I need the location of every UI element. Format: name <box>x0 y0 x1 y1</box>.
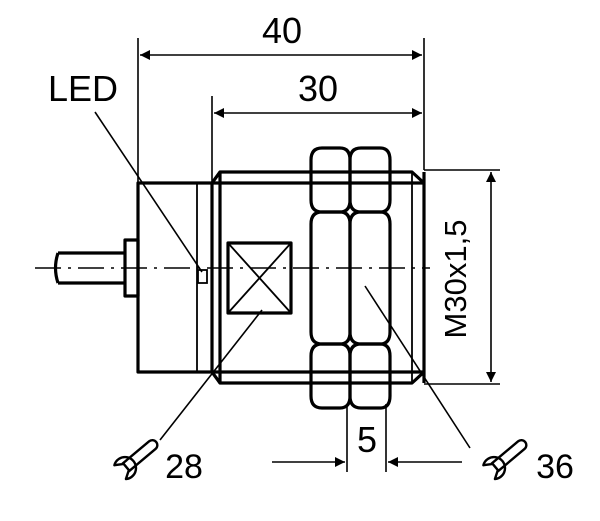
led-leader-line <box>94 111 203 273</box>
led-indicator <box>197 269 208 284</box>
led-label: LED <box>48 68 118 109</box>
lock-nut-left <box>309 146 352 410</box>
nut-wrench-leader-line <box>364 285 471 449</box>
wrench-icon <box>113 438 159 481</box>
thread-spec-label: M30x1,5 <box>438 220 473 339</box>
thread-length-label: 30 <box>298 68 338 109</box>
overall-length-label: 40 <box>262 10 302 51</box>
wrench-icon <box>482 438 528 481</box>
threaded-body <box>210 170 426 385</box>
housing-wrench-size-label: 28 <box>165 448 203 486</box>
lock-nut-right <box>348 146 392 410</box>
housing-wrench-leader-line <box>159 309 263 441</box>
sensor-housing <box>136 181 214 374</box>
sensing-symbol <box>226 241 293 315</box>
nut-thickness-label: 5 <box>357 419 377 460</box>
nut-wrench-size-label: 36 <box>536 448 574 486</box>
